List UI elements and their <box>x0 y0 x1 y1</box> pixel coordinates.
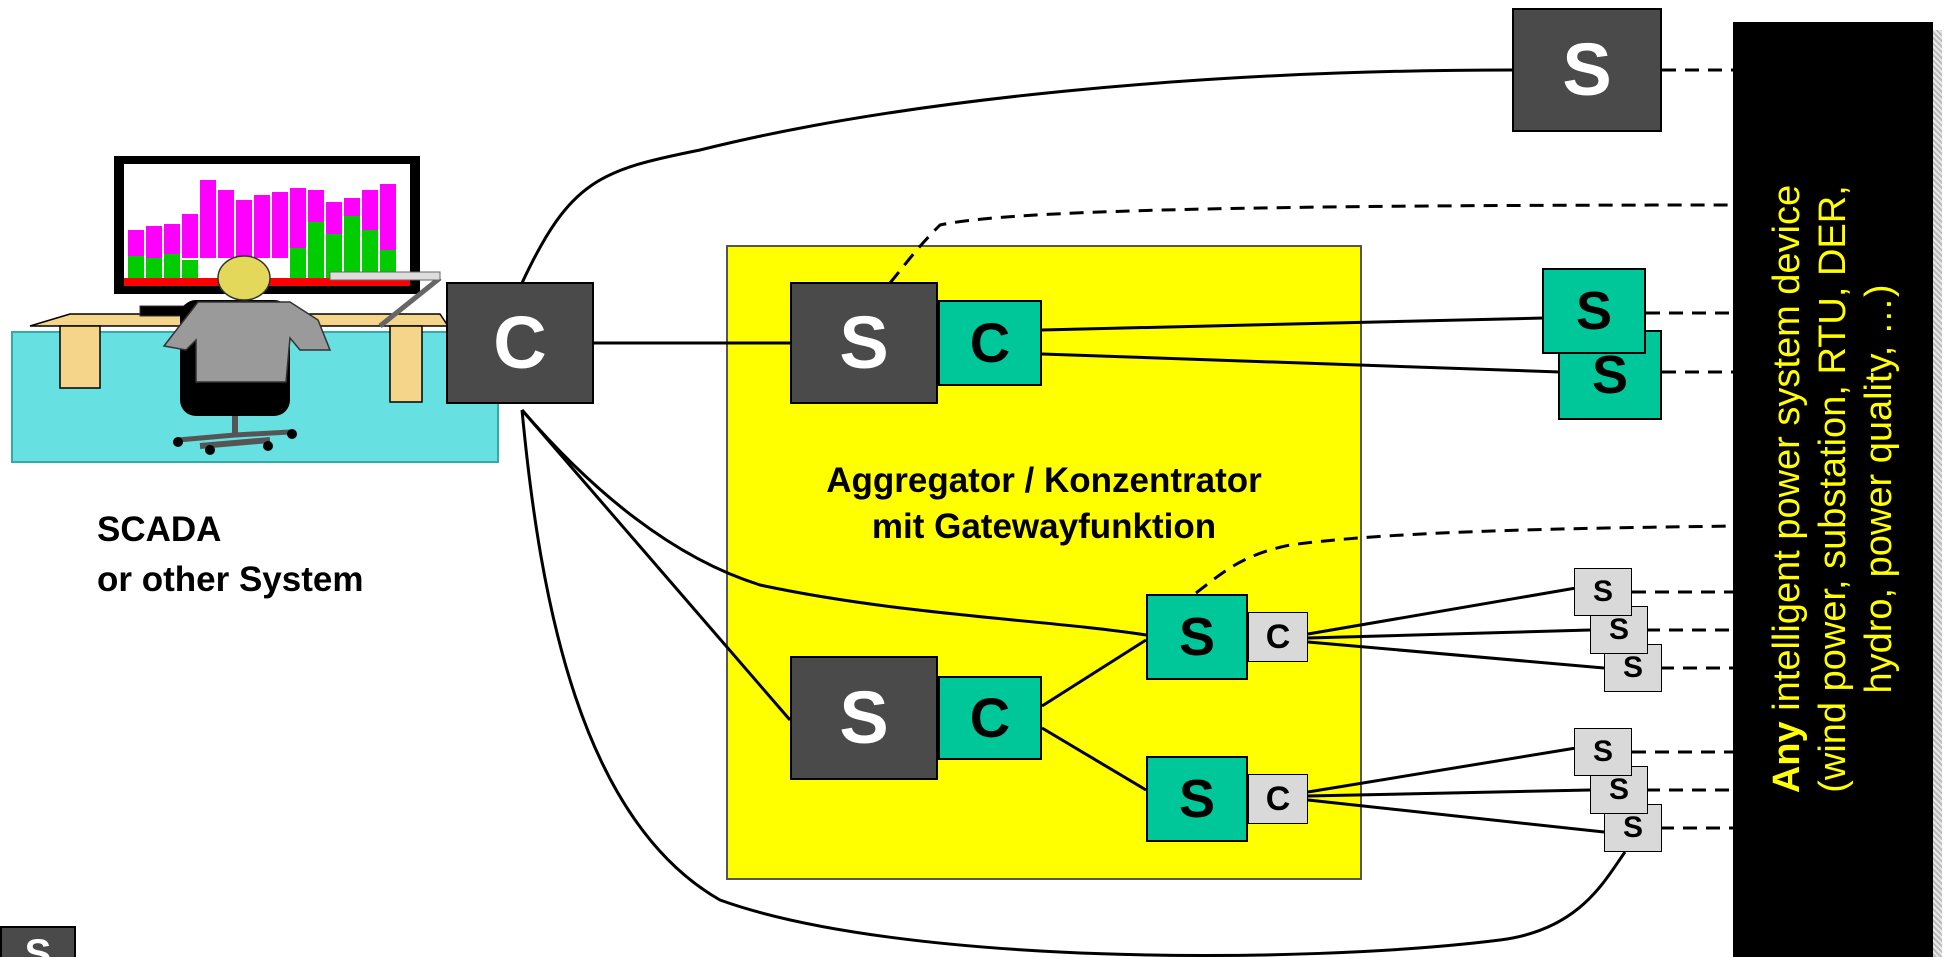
device-banner-line-1: Any intelligent power system device <box>1764 39 1810 939</box>
monitor-bar-chart <box>124 180 410 286</box>
desk-leg-left <box>59 325 101 389</box>
scada-label-line-1: SCADA <box>97 510 222 549</box>
link-small-c-lower-to-light-s3 <box>1307 798 1605 834</box>
inner-green-server-upper: S <box>1146 594 1248 680</box>
device-banner <box>1733 22 1933 957</box>
scada-operator-illustration <box>11 156 499 463</box>
device-banner-emphasis: Any <box>1766 721 1808 794</box>
legend-server-box: S <box>0 926 76 957</box>
link-c-to-aggregator-server-2 <box>520 409 792 721</box>
link-c-to-bottom-light-server <box>520 409 1627 957</box>
link-small-c-lower-to-light-s1 <box>1307 746 1577 794</box>
inner-client-upper: C <box>1248 612 1308 662</box>
inner-client-lower: C <box>1248 774 1308 824</box>
aggregator-label: Aggregator / Konzentrator mit Gatewayfun… <box>726 458 1362 550</box>
top-server-device: S <box>1512 8 1662 132</box>
link-agg-c1-to-green-s-bottom <box>1041 352 1561 374</box>
green-device-server-front: S <box>1542 268 1646 354</box>
aggregator-server-2: S <box>790 656 938 780</box>
aggregator-label-line-2: mit Gatewayfunktion <box>871 507 1217 546</box>
scada-client-box: C <box>446 282 594 404</box>
light-device-server-1: S <box>1574 568 1632 616</box>
operator-head <box>217 255 271 301</box>
scada-label-line-2: or other System <box>97 560 364 599</box>
link-agg-c2-to-green-s-lower <box>1041 726 1147 792</box>
link-small-c-upper-to-light-s1 <box>1307 586 1577 636</box>
operator-body <box>162 301 332 383</box>
aggregator-server-1: S <box>790 282 938 404</box>
link-small-c-upper-to-light-s3 <box>1307 640 1605 670</box>
device-banner-text: Any intelligent power system device (win… <box>1764 39 1902 939</box>
device-banner-line-3: hydro, power quality, …) <box>1858 284 1900 694</box>
aggregator-client-2: C <box>938 676 1042 760</box>
device-banner-line-1-rest: intelligent power system device <box>1766 184 1808 722</box>
aggregator-client-1: C <box>938 300 1042 386</box>
link-c-to-top-server <box>520 68 1513 284</box>
link-agg-c1-to-green-s-top <box>1041 316 1545 332</box>
link-c-to-mid-green-server <box>520 409 1147 637</box>
dash-agg-server-1 <box>888 203 1734 284</box>
desk-leg-right <box>389 325 423 403</box>
inner-green-server-lower: S <box>1146 756 1248 842</box>
scada-label: SCADA or other System <box>97 505 363 605</box>
link-agg-c2-to-green-s-upper <box>1041 638 1147 708</box>
light-device-server-4: S <box>1574 728 1632 776</box>
link-small-c-upper-to-light-s2 <box>1307 628 1591 640</box>
link-small-c-lower-to-light-s2 <box>1307 788 1591 798</box>
dash-mid-green-server <box>1195 524 1734 595</box>
aggregator-label-line-1: Aggregator / Konzentrator <box>826 461 1262 500</box>
device-banner-line-2: (wind power, substation, RTU, DER, <box>1812 185 1854 793</box>
